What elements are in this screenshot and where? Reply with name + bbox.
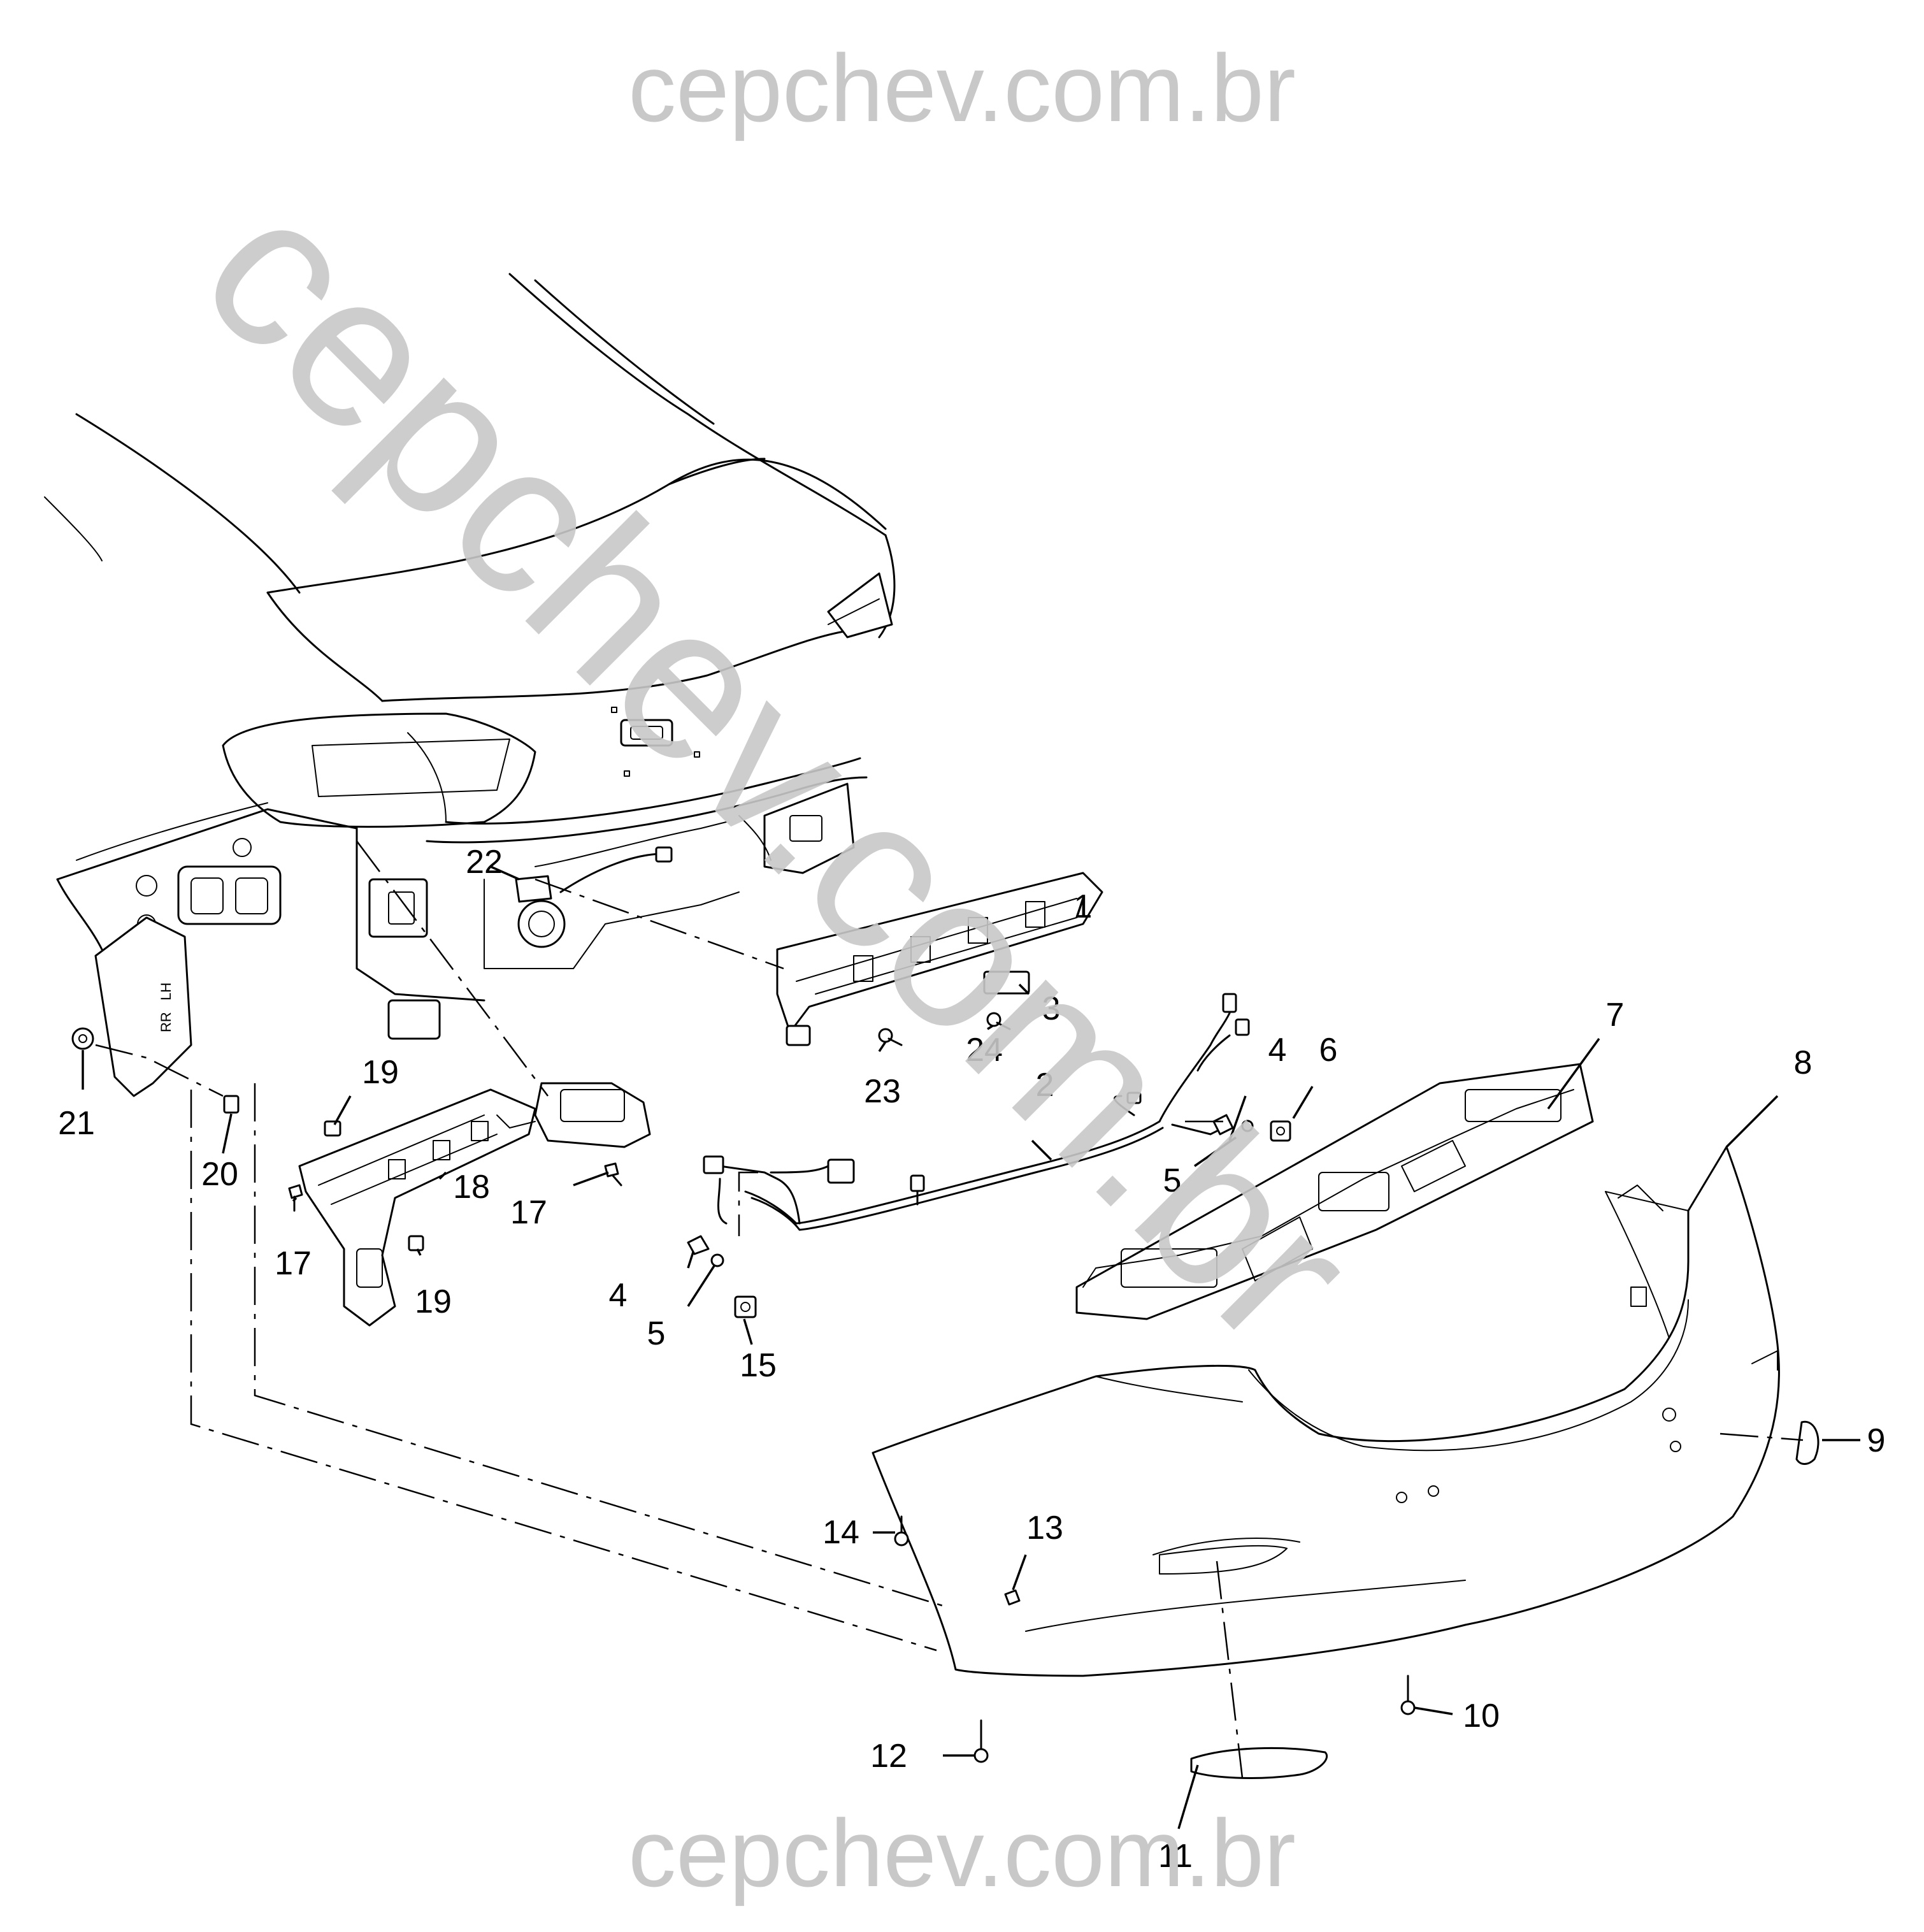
callout-15: 15 <box>740 1347 777 1384</box>
callout-18: 18 <box>453 1169 490 1206</box>
callout-19-upper: 19 <box>362 1054 399 1091</box>
callout-21: 21 <box>58 1105 95 1142</box>
callout-4-lower: 4 <box>609 1277 628 1314</box>
callout-5-lower: 5 <box>647 1315 666 1352</box>
callout-8: 8 <box>1794 1044 1813 1081</box>
callout-22: 22 <box>466 844 503 881</box>
part-1-reinforcement <box>776 872 1103 1046</box>
callout-13: 13 <box>1026 1510 1063 1546</box>
callout-12: 12 <box>870 1738 907 1775</box>
callout-20: 20 <box>201 1156 238 1193</box>
part-2-harness <box>703 993 1250 1231</box>
part-7-absorber <box>1075 1063 1594 1320</box>
leader-lines <box>82 865 1860 1829</box>
callout-7: 7 <box>1606 997 1625 1034</box>
callout-24: 24 <box>966 1032 1003 1069</box>
watermark-top: cepchev.com.br <box>628 34 1296 141</box>
callout-5-upper: 5 <box>1163 1162 1182 1199</box>
callout-4-upper: 4 <box>1268 1032 1287 1069</box>
callout-17-left: 17 <box>275 1245 312 1282</box>
callout-14: 14 <box>822 1514 859 1551</box>
part-8-fascia <box>872 1146 1780 1677</box>
callout-23: 23 <box>864 1073 901 1110</box>
callout-11: 11 <box>1158 1838 1193 1875</box>
watermark-bottom: cepchev.com.br <box>628 1799 1296 1907</box>
callouts: 1 2 3 4 4 5 5 6 7 8 9 10 11 12 13 14 15 … <box>58 844 1885 1875</box>
part-18-side-bracket <box>298 1088 536 1327</box>
callout-3: 3 <box>1042 990 1061 1027</box>
vehicle-label-rr: RR <box>158 1012 174 1032</box>
callout-10: 10 <box>1463 1698 1500 1734</box>
callout-9: 9 <box>1867 1422 1886 1459</box>
sensor-bracket <box>496 1082 651 1148</box>
callout-17-right: 17 <box>510 1194 547 1231</box>
callout-19-lower: 19 <box>415 1283 452 1320</box>
alignment-lines <box>95 840 1804 1778</box>
callout-1: 1 <box>1074 888 1093 925</box>
vehicle-label-lh: LH <box>158 983 174 1000</box>
callout-2: 2 <box>1036 1067 1054 1104</box>
callout-6: 6 <box>1319 1032 1338 1069</box>
